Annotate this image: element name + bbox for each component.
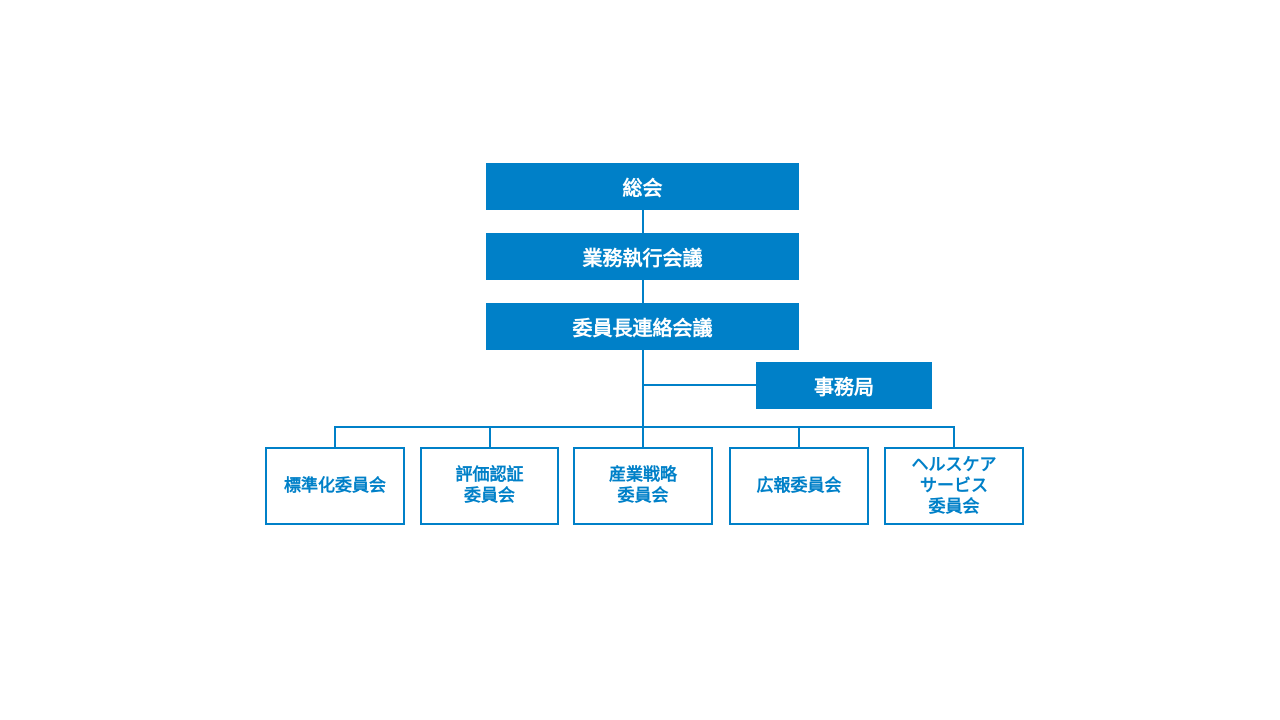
standardization-committee-box: 標準化委員会 [265, 447, 405, 525]
connector-committee-bus [334, 426, 955, 428]
executive-council-box: 業務執行会議 [486, 233, 799, 280]
connector-committee-3 [642, 426, 644, 448]
public-relations-committee-label: 広報委員会 [756, 475, 842, 496]
public-relations-committee-box: 広報委員会 [729, 447, 869, 525]
healthcare-services-committee-box: ヘルスケア サービス 委員会 [884, 447, 1024, 525]
connector-committee-4 [798, 426, 800, 448]
executive-council-label: 業務執行会議 [582, 246, 703, 270]
secretariat-box: 事務局 [756, 362, 932, 409]
chairs-liaison-council-label: 委員長連絡会議 [572, 316, 713, 340]
evaluation-certification-committee-label: 評価認証 委員会 [455, 465, 524, 506]
industry-strategy-committee-box: 産業戦略 委員会 [573, 447, 713, 525]
connector-assembly-executive [642, 210, 644, 234]
evaluation-certification-committee-box: 評価認証 委員会 [420, 447, 559, 525]
connector-secretariat [643, 384, 757, 386]
industry-strategy-committee-label: 産業戦略 委員会 [609, 465, 677, 506]
connector-committee-5 [953, 426, 955, 448]
secretariat-label: 事務局 [814, 375, 874, 399]
connector-trunk [642, 350, 644, 428]
chairs-liaison-council-box: 委員長連絡会議 [486, 303, 799, 350]
standardization-committee-label: 標準化委員会 [284, 475, 386, 496]
connector-executive-liaison [642, 280, 644, 304]
healthcare-services-committee-label: ヘルスケア サービス 委員会 [911, 454, 997, 517]
general-assembly-label: 総会 [622, 176, 663, 200]
connector-committee-2 [489, 426, 491, 448]
general-assembly-box: 総会 [486, 163, 799, 210]
connector-committee-1 [334, 426, 336, 448]
